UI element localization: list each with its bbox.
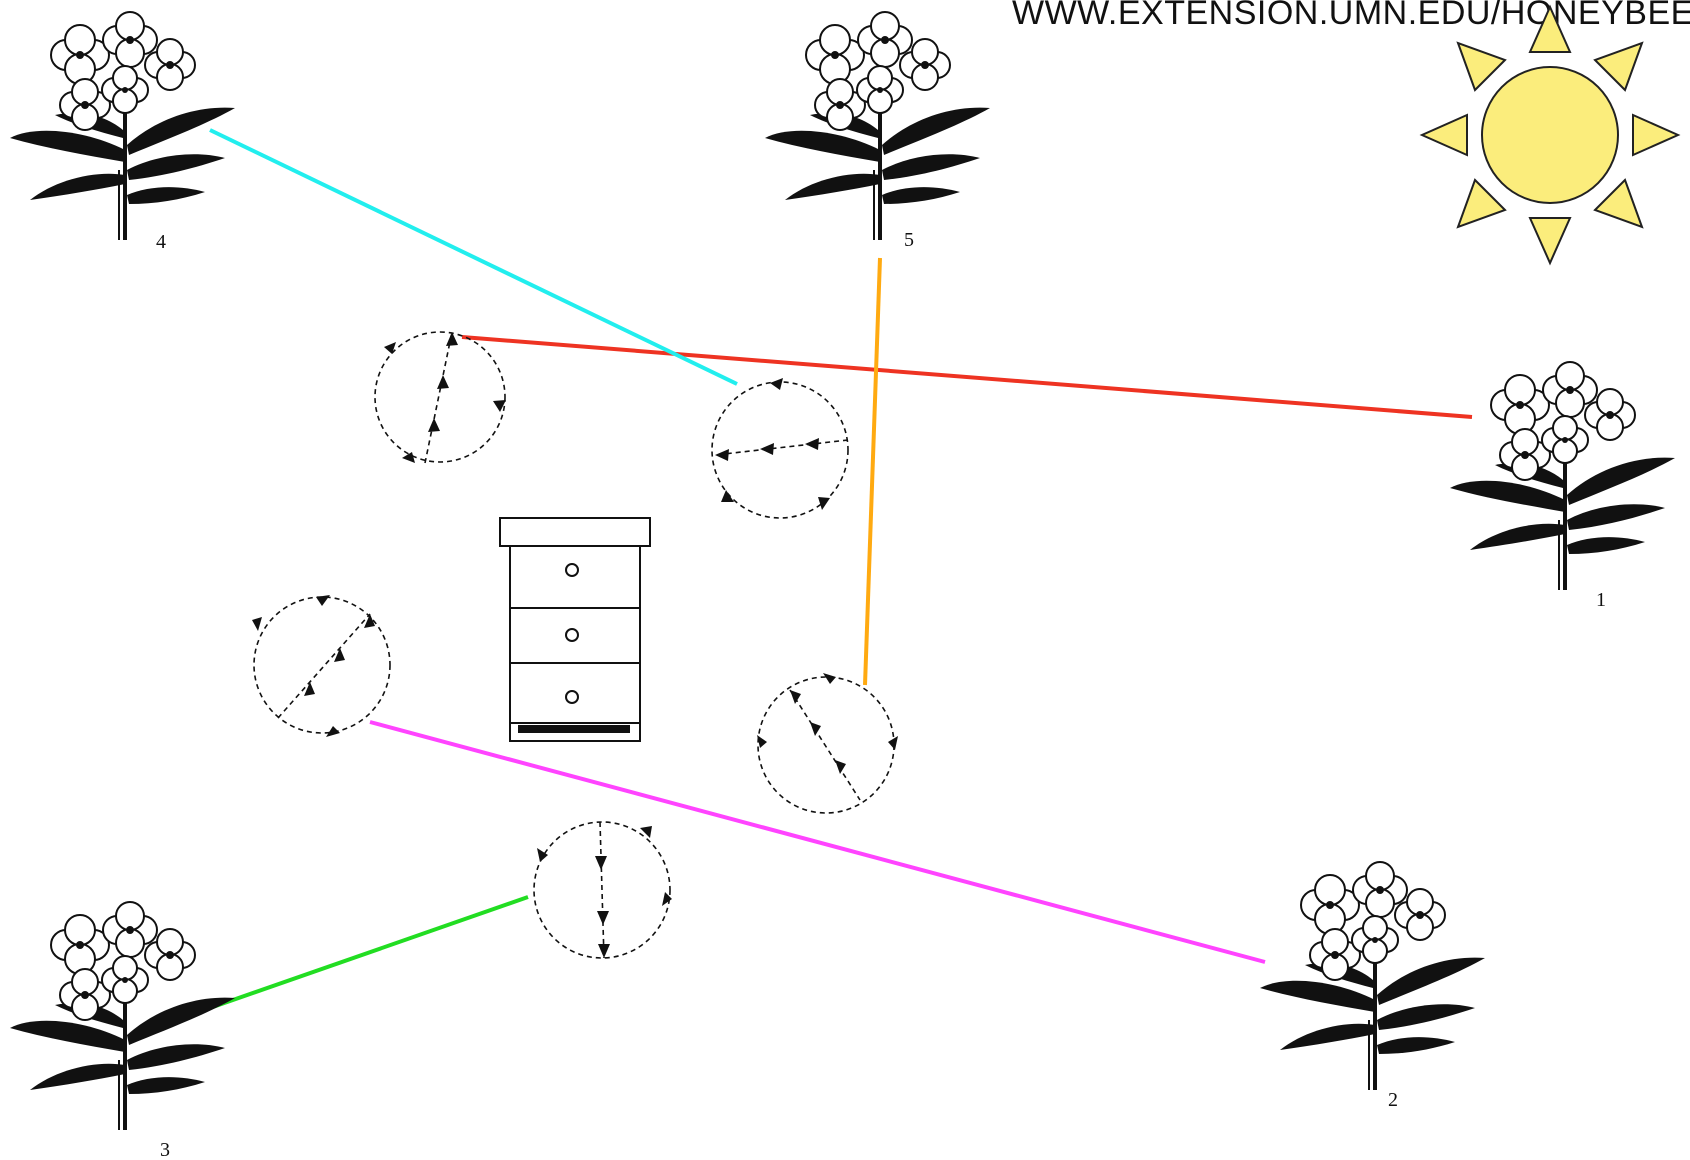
source-url: WWW.EXTENSION.UMN.EDU/HONEYBEES [1012, 0, 1690, 32]
flower-2 [1258, 860, 1487, 1092]
direction-line-flower-3 [209, 895, 529, 1010]
waggle-dance-4 [711, 378, 849, 519]
waggle-dance-2 [252, 595, 391, 737]
waggle-dance-1 [374, 331, 506, 464]
flower-5 [763, 10, 992, 242]
flower-label-5: 5 [904, 229, 914, 251]
direction-line-flower-2 [369, 720, 1266, 964]
flower-3 [8, 900, 237, 1132]
flower-label-1: 1 [1596, 589, 1606, 611]
waggle-dance-5 [757, 673, 898, 814]
flower-1 [1448, 360, 1677, 592]
direction-line-flower-4 [209, 128, 738, 386]
flower-label-3: 3 [160, 1139, 170, 1160]
direction-line-flower-1 [461, 335, 1473, 419]
flower-4 [8, 10, 237, 242]
waggle-dance-3 [533, 821, 672, 959]
flower-label-2: 2 [1388, 1089, 1398, 1111]
flower-label-4: 4 [156, 231, 166, 253]
beehive-icon [499, 517, 651, 742]
direction-line-flower-5 [863, 257, 882, 686]
sun-icon [1419, 4, 1681, 266]
